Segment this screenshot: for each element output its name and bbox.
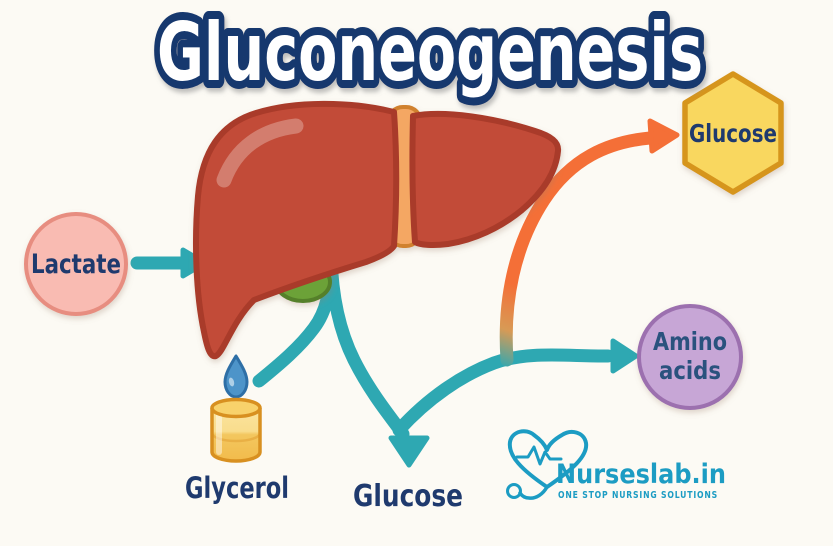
liver-illustration xyxy=(193,100,562,360)
droplet-icon xyxy=(223,354,249,399)
lactate-label: Lactate xyxy=(31,249,121,280)
logo-name: Nurseslab.in xyxy=(556,459,726,490)
amino-acids-label-line2: acids xyxy=(659,356,721,385)
page-title: Gluconeogenesis xyxy=(157,6,703,99)
arrowhead-right xyxy=(610,338,639,374)
liver-right-lobe xyxy=(409,110,562,249)
arrowhead-down xyxy=(388,435,430,468)
beaker-icon xyxy=(210,397,262,463)
glycerol-label: Glycerol xyxy=(185,471,289,505)
amino-acids-label-line1: Amino xyxy=(653,327,727,356)
heart-ekg-stethoscope-icon xyxy=(506,429,589,500)
arrow-liver-to-glucose-hex xyxy=(499,118,680,367)
lactate-node xyxy=(24,212,128,316)
logo: Nurseslab.in ONE STOP NURSING SOLUTIONS xyxy=(506,429,726,501)
liver-highlight xyxy=(216,118,304,188)
glucose-hexagon-node xyxy=(682,71,784,195)
amino-acids-node xyxy=(637,304,743,410)
liver-left-lobe xyxy=(193,100,400,360)
logo-tagline: ONE STOP NURSING SOLUTIONS xyxy=(558,490,718,501)
arrow-liver-to-amino-acids xyxy=(392,338,639,437)
glucose-output-label: Glucose xyxy=(353,479,463,514)
glucose-hexagon-label: Glucose xyxy=(689,119,777,148)
arrow-liver-to-glucose-out xyxy=(324,249,430,468)
arrowhead-right xyxy=(647,118,680,154)
